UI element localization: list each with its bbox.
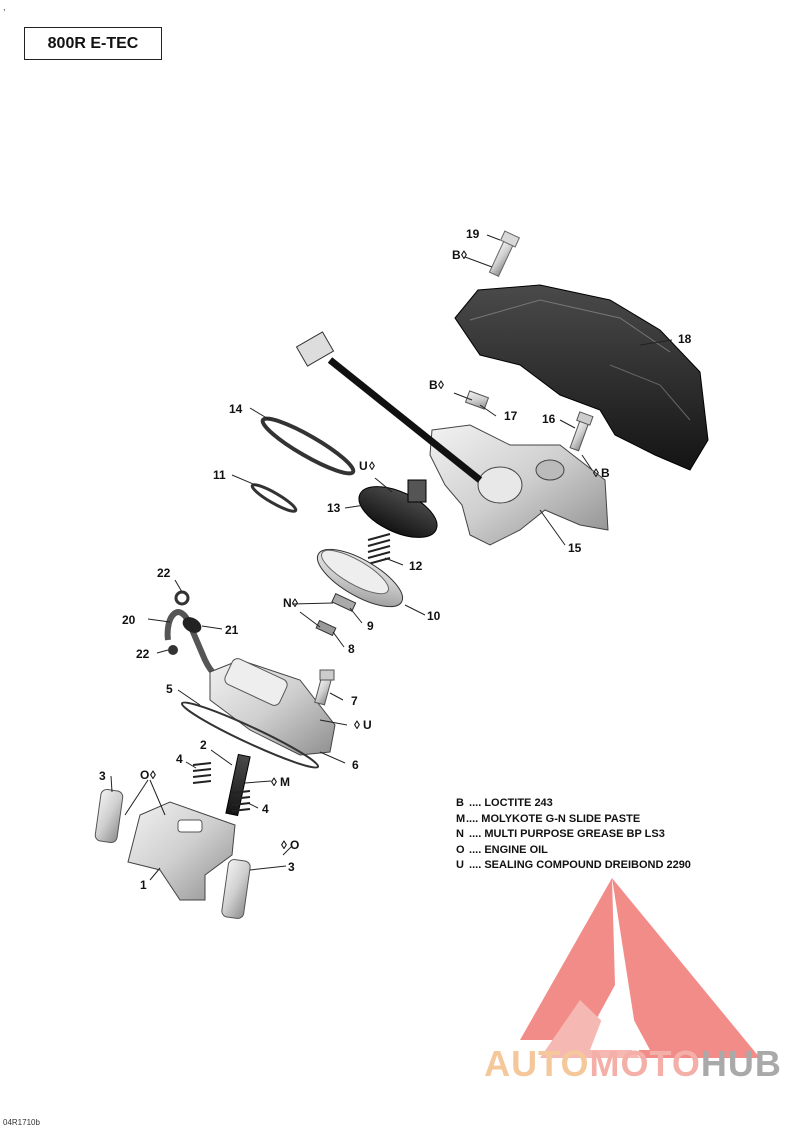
base-1 [127, 801, 236, 901]
callout-6: 6 [352, 758, 359, 772]
bolt-7 [314, 669, 335, 706]
droplet-icon: ◊ [150, 768, 156, 782]
droplet-icon: ◊ [438, 378, 444, 392]
lube-mark-n9: N [283, 596, 292, 610]
callout-2: 2 [200, 738, 207, 752]
callout-4a: 4 [176, 752, 183, 766]
callout-7: 7 [351, 694, 358, 708]
legend-row-o: O .... ENGINE OIL [456, 843, 548, 856]
callout-22a: 22 [157, 566, 171, 580]
droplet-icon: ◊ [292, 596, 298, 610]
callout-8: 8 [348, 642, 355, 656]
lube-mark-o3a: O [140, 768, 149, 782]
clamp-22b [168, 645, 178, 655]
piston-3b [221, 859, 251, 919]
diaphragm-13 [358, 479, 438, 538]
callout-10: 10 [427, 609, 441, 623]
housing-15 [429, 424, 609, 546]
lube-mark-b17: B [429, 378, 438, 392]
lube-mark-m2: M [280, 775, 290, 789]
callout-9: 9 [367, 619, 374, 633]
spring-12 [367, 533, 391, 565]
key-9 [331, 593, 357, 612]
callout-18: 18 [678, 332, 692, 346]
callout-22b: 22 [136, 647, 150, 661]
figure-code: 04R1710b [3, 1118, 40, 1127]
callout-17: 17 [504, 409, 518, 423]
droplet-icon: ◊ [461, 248, 467, 262]
callout-5: 5 [166, 682, 173, 696]
callout-11: 11 [213, 468, 226, 482]
callout-3a: 3 [99, 769, 106, 783]
watermark-text: AUTOMOTOHUB [484, 1043, 782, 1084]
gasket-5 [180, 701, 320, 769]
plate-10 [316, 548, 404, 608]
spring-4b [231, 790, 251, 812]
callout-16: 16 [542, 412, 556, 426]
sensor-cable [295, 331, 483, 483]
callout-19: 19 [466, 227, 480, 241]
legend-row-u: U .... SEALING COMPOUND DREIBOND 2290 [456, 859, 691, 871]
lube-mark-b16: B [601, 466, 610, 480]
bolt-16 [569, 411, 594, 452]
piston-3a [94, 788, 124, 844]
callout-14: 14 [229, 402, 243, 416]
spring-4a [192, 762, 212, 784]
callout-4b: 4 [262, 802, 269, 816]
pin-8 [315, 619, 337, 637]
lube-mark-b19: B [452, 248, 461, 262]
body-6 [209, 658, 336, 756]
lube-mark-u6: U [363, 718, 372, 732]
callout-21: 21 [225, 623, 239, 637]
lube-mark-u13: U [359, 459, 368, 473]
lube-mark-o3b: O [290, 838, 299, 852]
oring-14 [260, 416, 356, 476]
bolt-19 [488, 230, 521, 277]
lubricant-legend: B .... LOCTITE 243 M.... MOLYKOTE G-N SL… [456, 796, 786, 874]
callout-13: 13 [327, 501, 341, 515]
legend-row-b: B .... LOCTITE 243 [456, 797, 553, 809]
corner-mark: , [3, 2, 6, 12]
callout-12: 12 [409, 559, 423, 573]
droplet-icon: ◊ [354, 718, 360, 732]
clamp-22a [174, 590, 190, 606]
nut-17 [464, 390, 490, 410]
droplet-icon: ◊ [593, 466, 599, 480]
callout-20: 20 [122, 613, 136, 627]
droplet-icon: ◊ [369, 459, 375, 473]
droplet-icon: ◊ [271, 775, 277, 789]
callout-15: 15 [568, 541, 582, 555]
oring-11 [250, 483, 298, 513]
callout-1: 1 [140, 878, 147, 892]
droplet-icon: ◊ [281, 838, 287, 852]
legend-row-n: N .... MULTI PURPOSE GREASE BP LS3 [456, 828, 665, 840]
legend-row-m: M.... MOLYKOTE G-N SLIDE PASTE [456, 812, 641, 825]
shaft-2 [225, 753, 251, 817]
cover-18 [454, 284, 709, 471]
watermark-logo [520, 878, 760, 1058]
fitting-21 [182, 617, 202, 633]
model-label: 800R E-TEC [24, 27, 162, 60]
callout-3b: 3 [288, 860, 295, 874]
